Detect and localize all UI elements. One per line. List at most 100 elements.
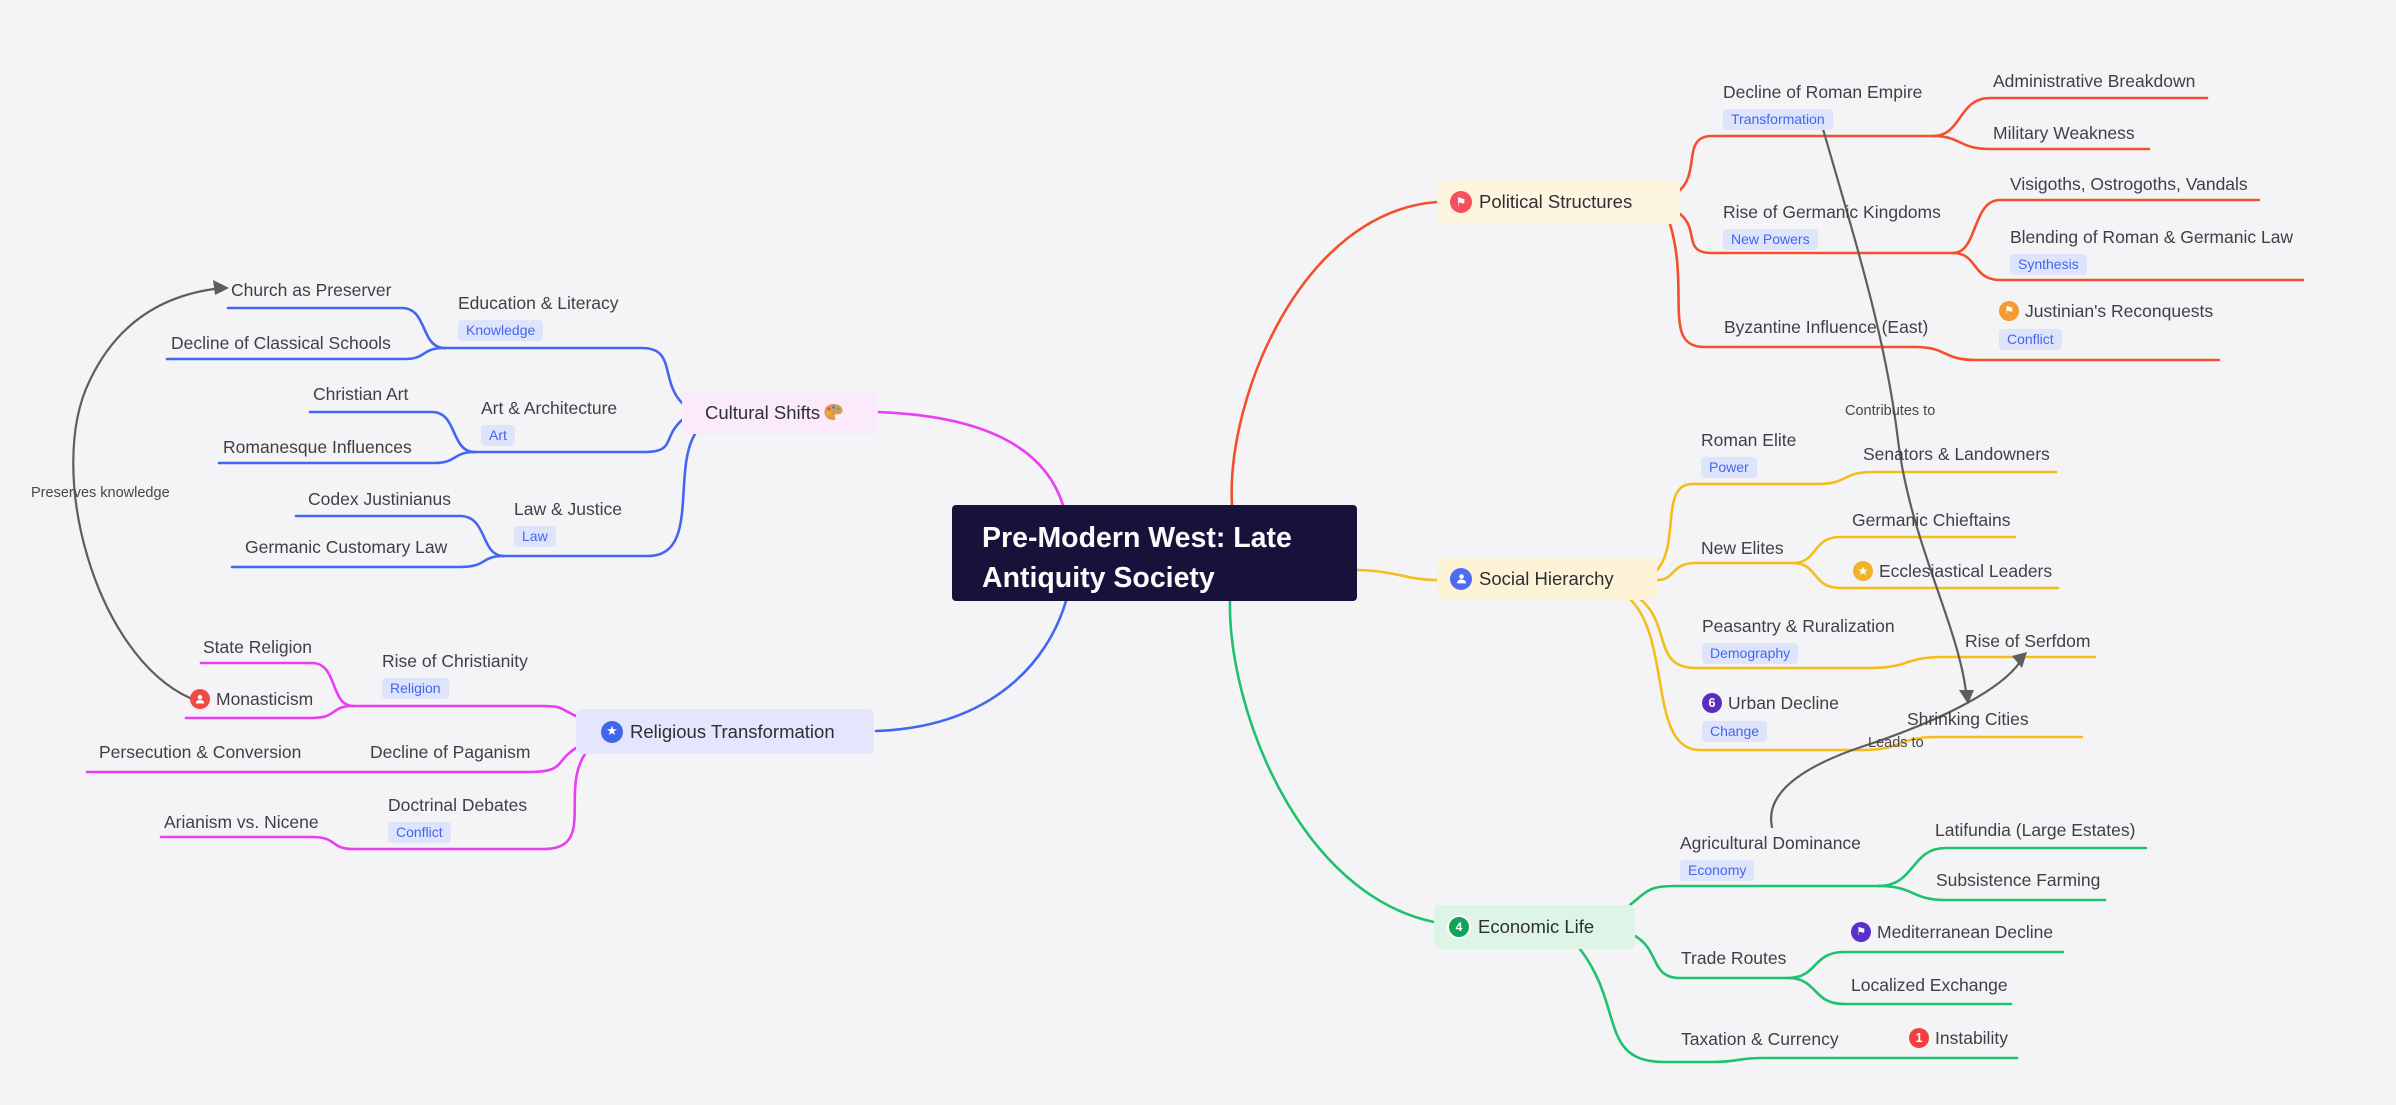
branch-economic-life[interactable]: 4 Economic Life — [1434, 905, 1635, 949]
topic-label: Persecution & Conversion — [99, 742, 302, 762]
branch-label: Economic Life — [1478, 916, 1595, 937]
topic-ecclesiastical-leaders[interactable]: ★ Ecclesiastical Leaders — [1853, 560, 2052, 582]
religious-child-lines — [85, 410, 1065, 851]
topic-law-justice[interactable]: Law & Justice Law — [514, 499, 622, 547]
topic-blending-roman-germanic-law[interactable]: Blending of Roman & Germanic Law Synthes… — [2010, 227, 2293, 275]
topic-row: 6 Urban Decline — [1702, 692, 1839, 714]
topic-romanesque-influences[interactable]: Romanesque Influences — [223, 437, 412, 457]
topic-codex-justinianus[interactable]: Codex Justinianus — [308, 489, 451, 509]
crosslink-arrows — [72, 127, 2022, 829]
topic-label: Taxation & Currency — [1681, 1029, 1839, 1049]
palette-icon — [823, 402, 844, 423]
topic-label: Ecclesiastical Leaders — [1879, 561, 2053, 581]
topic-rise-of-serfdom[interactable]: Rise of Serfdom — [1965, 631, 2090, 651]
topic-tag: Demography — [1702, 643, 1799, 664]
crosslink-preserves-knowledge — [72, 287, 216, 700]
topic-administrative-breakdown[interactable]: Administrative Breakdown — [1993, 71, 2195, 91]
topic-label: Germanic Customary Law — [245, 537, 448, 557]
topic-germanic-chieftains[interactable]: Germanic Chieftains — [1852, 510, 2011, 530]
topic-taxation-currency[interactable]: Taxation & Currency — [1681, 1029, 1839, 1049]
topic-row: ⚑ Mediterranean Decline — [1851, 921, 2053, 943]
topic-doctrinal-debates[interactable]: Doctrinal Debates Conflict — [388, 795, 527, 843]
crosslink-label-leads-to: Leads to — [1868, 735, 1924, 751]
topic-label: Byzantine Influence (East) — [1724, 317, 1929, 337]
topic-label: Decline of Roman Empire — [1723, 82, 1923, 102]
crosslink-leads-to — [1769, 660, 2022, 829]
branch-cultural-shifts[interactable]: Cultural Shifts — [682, 391, 878, 434]
political-branch-lines — [1230, 96, 2305, 507]
branch-religious-transformation[interactable]: ★ Religious Transformation — [576, 709, 874, 754]
topic-label: Urban Decline — [1728, 693, 1839, 713]
topic-rise-of-christianity[interactable]: Rise of Christianity Religion — [382, 651, 528, 699]
topic-label: Shrinking Cities — [1907, 709, 2029, 729]
branch-label: Cultural Shifts — [705, 401, 821, 423]
topic-label: New Elites — [1701, 538, 1784, 558]
topic-label: Romanesque Influences — [223, 437, 412, 457]
topic-instability[interactable]: 1 Instability — [1909, 1027, 2008, 1049]
topic-church-as-preserver[interactable]: Church as Preserver — [231, 280, 391, 300]
topic-monasticism[interactable]: Monasticism — [190, 688, 313, 710]
topic-label: Blending of Roman & Germanic Law — [2010, 227, 2294, 247]
topic-label: Senators & Landowners — [1863, 444, 2050, 464]
topic-peasantry-ruralization[interactable]: Peasantry & Ruralization Demography — [1702, 616, 1895, 664]
topic-visigoths-ostrogoths-vandals[interactable]: Visigoths, Ostrogoths, Vandals — [2010, 174, 2248, 194]
topic-tag: Knowledge — [458, 320, 544, 341]
central-topic[interactable]: Pre-Modern West: Late Antiquity Society — [952, 505, 1357, 601]
topic-roman-elite[interactable]: Roman Elite Power — [1701, 430, 1796, 478]
topic-christian-art[interactable]: Christian Art — [313, 384, 408, 404]
topic-trade-routes[interactable]: Trade Routes — [1681, 948, 1786, 968]
topic-latifundia[interactable]: Latifundia (Large Estates) — [1935, 820, 2135, 840]
topic-label: Rise of Serfdom — [1965, 631, 2091, 651]
topic-decline-of-roman-empire[interactable]: Decline of Roman Empire Transformation — [1723, 82, 1922, 130]
topic-row: ★ Ecclesiastical Leaders — [1853, 560, 2052, 582]
topic-label: Christian Art — [313, 384, 409, 404]
topic-label: Germanic Chieftains — [1852, 510, 2011, 530]
topic-urban-decline[interactable]: 6 Urban Decline Change — [1702, 692, 1839, 742]
star-icon: ★ — [1853, 561, 1873, 581]
branch-label: Political Structures — [1479, 191, 1633, 212]
topic-shrinking-cities[interactable]: Shrinking Cities — [1907, 709, 2029, 729]
topic-mediterranean-decline[interactable]: ⚑ Mediterranean Decline — [1851, 921, 2053, 943]
flag-icon: ⚑ — [1851, 922, 1871, 942]
topic-subsistence-farming[interactable]: Subsistence Farming — [1936, 870, 2100, 890]
economic-branch-lines — [1228, 599, 2148, 1064]
topic-tag: Economy — [1680, 860, 1755, 881]
topic-localized-exchange[interactable]: Localized Exchange — [1851, 975, 2008, 995]
topic-agricultural-dominance[interactable]: Agricultural Dominance Economy — [1680, 833, 1861, 881]
topic-arianism-vs-nicene[interactable]: Arianism vs. Nicene — [164, 812, 319, 832]
flag-icon: ⚑ — [1999, 301, 2019, 321]
topic-state-religion[interactable]: State Religion — [203, 637, 312, 657]
topic-military-weakness[interactable]: Military Weakness — [1993, 123, 2135, 143]
topic-persecution-conversion[interactable]: Persecution & Conversion — [99, 742, 301, 762]
branch-political-structures[interactable]: ⚑ Political Structures — [1437, 180, 1680, 224]
crosslink-label-contributes-to: Contributes to — [1845, 403, 1936, 419]
topic-label: Localized Exchange — [1851, 975, 2008, 995]
topic-rise-of-germanic-kingdoms[interactable]: Rise of Germanic Kingdoms New Powers — [1723, 202, 1941, 250]
topic-label: Art & Architecture — [481, 398, 618, 418]
topic-row: ⚑ Justinian's Reconquests — [1999, 300, 2213, 322]
topic-education-literacy[interactable]: Education & Literacy Knowledge — [458, 293, 619, 341]
topic-new-elites[interactable]: New Elites — [1701, 538, 1784, 558]
topic-row: Monasticism — [190, 688, 313, 710]
topic-label: Peasantry & Ruralization — [1702, 616, 1895, 636]
branch-social-hierarchy[interactable]: Social Hierarchy — [1437, 557, 1657, 600]
topic-tag: New Powers — [1723, 229, 1818, 250]
topic-decline-of-paganism[interactable]: Decline of Paganism — [370, 742, 531, 762]
topic-decline-of-classical-schools[interactable]: Decline of Classical Schools — [171, 333, 391, 353]
number-badge-1-icon: 1 — [1909, 1028, 1929, 1048]
topic-tag: Religion — [382, 678, 449, 699]
topic-label: Instability — [1935, 1028, 2008, 1048]
star-icon: ★ — [601, 720, 623, 743]
topic-senators-landowners[interactable]: Senators & Landowners — [1863, 444, 2050, 464]
topic-label: Monasticism — [216, 689, 314, 709]
central-topic-line1: Pre-Modern West: Late — [982, 522, 1292, 554]
topic-label: Latifundia (Large Estates) — [1935, 820, 2136, 840]
topic-label: State Religion — [203, 637, 312, 657]
topic-label: Codex Justinianus — [308, 489, 451, 509]
topic-germanic-customary-law[interactable]: Germanic Customary Law — [245, 537, 447, 557]
crosslink-contributes-to — [1821, 127, 1968, 694]
topic-art-architecture[interactable]: Art & Architecture Art — [481, 398, 617, 446]
topic-tag: Synthesis — [2010, 254, 2087, 275]
topic-byzantine-influence-east[interactable]: Byzantine Influence (East) — [1724, 317, 1928, 337]
topic-justinians-reconquests[interactable]: ⚑ Justinian's Reconquests Conflict — [1999, 300, 2213, 350]
